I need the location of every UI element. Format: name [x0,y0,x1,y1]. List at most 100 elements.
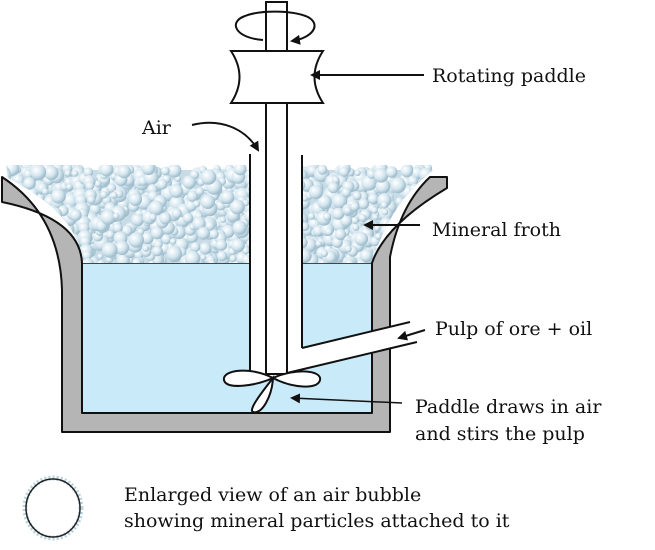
froth-bubble [33,238,43,248]
froth-bubble [436,257,440,263]
froth-bubble [199,242,212,255]
froth-bubble [128,192,143,206]
froth-bubble [430,199,438,207]
froth-bubble [6,222,22,238]
froth-bubble [100,209,116,225]
froth-bubble [439,165,440,173]
froth-bubble [85,181,95,191]
froth-bubble [200,169,217,185]
froth-bubble [339,166,350,177]
froth-bubble [31,251,40,260]
froth-bubble [432,206,440,216]
froth-bubble [150,226,164,240]
froth-bubble [190,242,201,252]
froth-bubble [19,245,34,260]
froth-bubble [9,250,24,263]
froth-bubble [229,199,245,215]
froth-bubble [428,207,437,215]
froth-bubble [415,239,430,254]
froth-bubble [441,253,452,264]
froth-bubble [385,166,398,178]
froth-bubble [23,250,36,263]
froth-bubble [161,233,172,245]
froth-bubble [197,226,210,240]
froth-bubble [8,215,18,225]
froth-bubble [10,235,19,244]
froth-bubble [350,202,360,212]
froth-bubble [242,247,250,255]
froth-bubble [102,242,118,258]
froth-bubble [231,238,245,253]
froth-bubble [132,257,142,263]
froth-bubble [327,182,339,194]
froth-bubble [159,212,172,225]
froth-bubble [18,208,32,223]
froth-bubble [20,226,35,241]
froth-bubble [23,247,37,261]
froth-bubble [334,228,347,241]
froth-bubble [89,203,101,215]
froth-bubble [361,175,378,191]
froth-bubble [331,176,340,184]
froth-bubble [315,240,322,247]
froth-bubble [193,200,201,208]
froth-bubble [325,227,333,236]
froth-bubble [6,202,10,215]
froth-bubble [44,165,59,181]
impeller [223,369,321,414]
froth-bubble [17,228,26,237]
froth-bubble [6,212,7,222]
froth-bubble [0,255,6,264]
froth-bubble [423,222,431,230]
froth-bubble [332,193,348,209]
froth-bubble [440,165,449,174]
froth-bubble [233,165,247,176]
froth-bubble [351,216,359,225]
froth-bubble [128,232,144,248]
air-arrow [191,121,260,152]
froth-bubble [400,227,416,243]
froth-bubble [192,216,206,231]
froth-bubble [148,200,164,216]
froth-bubble [0,225,5,232]
froth-bubble [19,211,30,222]
froth-bubble [71,170,79,177]
froth-bubble [39,235,47,243]
froth-bubble [308,212,316,220]
froth-bubble [44,256,52,263]
froth-bubble [381,208,389,216]
froth-bubble [22,251,34,263]
froth-bubble [7,207,17,217]
froth-bubble [6,231,19,244]
label-bubble-line2: showing mineral particles attached to it [124,510,510,532]
froth-bubble [96,259,106,263]
froth-bubble [6,239,13,250]
froth-bubble [69,209,82,222]
froth-bubble [81,250,92,261]
froth-bubble [371,206,378,214]
froth-bubble [435,256,440,263]
feed-pipe-bottom [286,341,418,374]
froth-bubble [400,165,414,178]
froth-bubble [6,225,8,234]
froth-bubble [344,259,355,263]
froth-bubble [43,252,56,263]
froth-bubble [399,239,412,251]
froth-bubble [6,238,10,252]
froth-bubble [114,240,130,255]
froth-bubble [100,190,108,199]
froth-bubble [332,207,345,220]
froth-bubble [12,226,20,234]
froth-bubble [416,243,431,258]
froth-bubble [410,257,418,263]
froth-bubble [9,243,25,259]
rotation-arrow-icon [234,10,316,45]
froth-bubble [156,179,168,190]
froth-bubble [106,230,115,239]
froth-bubble [439,207,440,216]
froth-bubble [182,212,194,224]
froth-bubble [394,255,405,263]
froth-bubble [404,242,412,249]
froth-bubble [32,245,40,252]
froth-bubble [64,169,72,177]
